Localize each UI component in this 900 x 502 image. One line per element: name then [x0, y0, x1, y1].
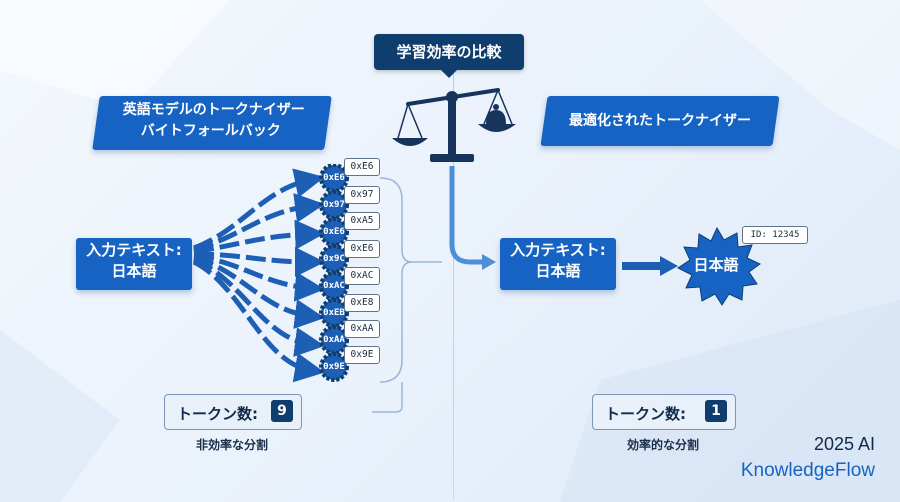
gear-chip: 0xEB	[323, 308, 345, 318]
right-token-count: トークン数: 1	[592, 394, 736, 430]
token-count-label: トークン数:	[605, 405, 686, 423]
hex-token-label: 0xAC	[344, 267, 380, 285]
right-input-value: 日本語	[535, 262, 581, 280]
byte-fallback-arrows	[192, 168, 325, 383]
hex-token-label: 0xE8	[344, 294, 380, 312]
balance-scale-icon	[392, 88, 516, 270]
right-arrow-icon	[622, 256, 678, 276]
brand-logo-text: KnowledgeFlow	[740, 460, 875, 481]
right-input-label: 入力テキスト:	[510, 241, 606, 259]
gear-chip: 0xAC	[323, 281, 345, 291]
left-tokenizer-banner: 英語モデルのトークナイザー バイトフォールバック	[92, 96, 332, 150]
single-token-burst-icon	[677, 226, 761, 306]
right-tokenizer-banner: 最適化されたトークナイザー	[540, 96, 780, 146]
hex-token-label: 0x97	[344, 186, 380, 204]
hex-token-label: 0x9E	[344, 346, 380, 364]
token-id-tag: ID: 12345	[742, 226, 808, 244]
gear-chip: 0xAA	[323, 335, 345, 345]
gear-chip: 0x9C	[323, 254, 345, 264]
page-title: 学習効率の比較	[374, 34, 524, 78]
left-token-count: トークン数: 9	[164, 394, 302, 430]
token-count-value: 1	[705, 400, 727, 422]
gear-chip: 0x9E	[323, 362, 345, 372]
left-input-text-box: 入力テキスト: 日本語	[76, 238, 192, 290]
right-banner-label: 最適化されたトークナイザー	[569, 113, 751, 129]
right-caption: 効率的な分割	[626, 438, 699, 452]
hex-token-label: 0xAA	[344, 320, 380, 338]
hex-token-label: 0xA5	[344, 212, 380, 230]
hex-token-label: 0xE6	[344, 158, 380, 176]
center-divider	[453, 60, 454, 500]
byte-token-gears	[319, 164, 349, 382]
left-caption: 非効率な分割	[195, 438, 268, 452]
gear-chip: 0xE6	[323, 227, 345, 237]
left-input-label: 入力テキスト:	[86, 241, 182, 259]
left-banner-line2: バイトフォールバック	[140, 123, 281, 139]
brand-year: 2025 AI	[813, 434, 875, 454]
right-input-text-box: 入力テキスト: 日本語	[500, 238, 616, 290]
left-banner-line1: 英語モデルのトークナイザー	[122, 102, 305, 118]
token-group-bracket	[372, 177, 442, 413]
gear-chip: 0x97	[323, 200, 345, 210]
token-count-label: トークン数:	[177, 405, 258, 423]
token-count-value: 9	[271, 400, 293, 422]
gear-chip: 0xE6	[323, 173, 345, 183]
left-input-value: 日本語	[111, 262, 157, 280]
hex-token-label: 0xE6	[344, 240, 380, 258]
single-token-text: 日本語	[693, 256, 739, 274]
